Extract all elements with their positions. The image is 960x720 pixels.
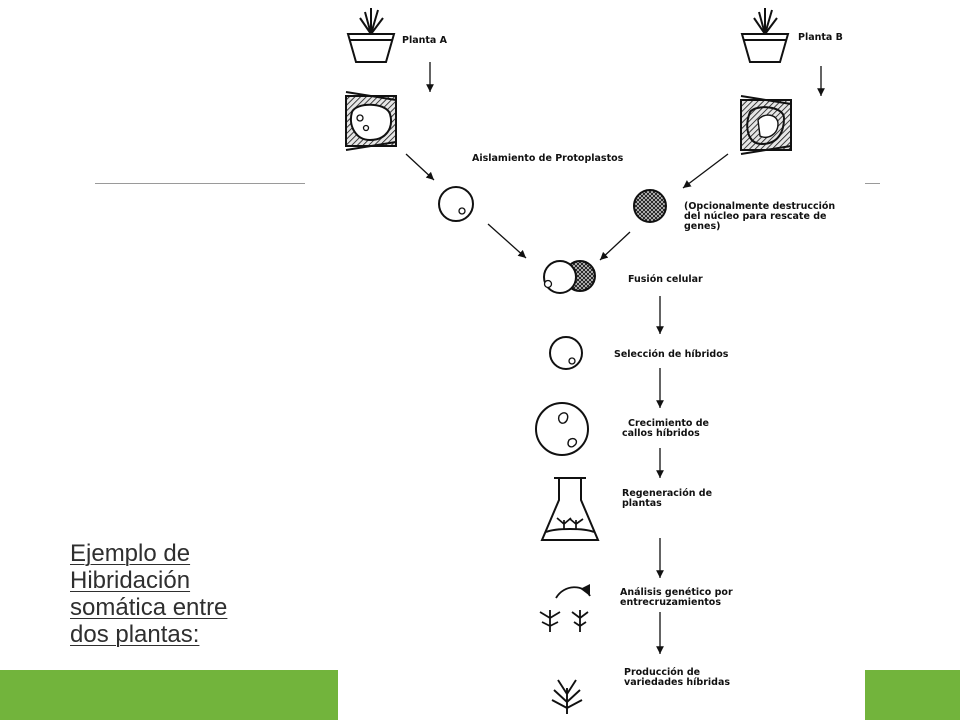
step-label-line: entrecruzamientos <box>620 597 721 608</box>
slide-caption: Ejemplo de Hibridación somática entre do… <box>70 540 310 648</box>
arrow-to-protoplast-b <box>682 153 729 189</box>
title-rule-left <box>95 183 305 184</box>
caption-line: somática entre <box>70 594 228 621</box>
step-label-line: Crecimiento de <box>628 418 709 429</box>
step-label-production: Producción de variedades híbridas <box>624 667 730 688</box>
somatic-hybridization-diagram: Planta A Planta B <box>338 0 865 720</box>
step-label-selection: Selección de híbridos <box>614 349 729 360</box>
title-rule-right <box>855 183 880 184</box>
crossing-plants-icon <box>539 583 591 632</box>
plant-b-pot-icon <box>740 8 790 63</box>
nucleus-note-line: (Opcionalmente destrucción <box>684 201 835 212</box>
caption-line: Hibridación <box>70 567 191 594</box>
plant-a-tissue-cell-icon <box>345 91 397 151</box>
hybrid-callus-icon <box>535 402 589 456</box>
caption-line: Ejemplo de <box>70 540 191 567</box>
step-label-fusion: Fusión celular <box>628 274 703 285</box>
plant-a-label: Planta A <box>402 35 448 46</box>
step-label-line: Análisis genético por <box>620 587 733 598</box>
plant-b-label: Planta B <box>798 32 843 43</box>
arrow-to-protoplast-a <box>405 153 435 181</box>
arrow-a-to-fusion <box>487 223 527 259</box>
plant-b-tissue-cell-icon <box>740 95 792 155</box>
step-label-line: plantas <box>622 498 662 509</box>
protoplast-a-icon <box>438 186 474 222</box>
step-label-genetic-analysis: Análisis genético por entrecruzamientos <box>620 587 736 608</box>
arrow-b-to-fusion <box>599 231 631 261</box>
step-label-line: callos híbridos <box>622 428 700 439</box>
step-label-line: Producción de <box>624 667 700 678</box>
fused-cell-icon <box>543 260 596 294</box>
step-label-regeneration: Regeneración de plantas <box>622 488 715 509</box>
diagram-canvas: Planta A Planta B <box>345 8 843 714</box>
hybrid-variety-plant-icon <box>551 679 583 714</box>
nucleus-note-line: genes) <box>684 221 720 232</box>
nucleus-note: (Opcionalmente destrucción del núcleo pa… <box>684 201 838 232</box>
hybrid-cell-icon <box>549 336 583 370</box>
protoplast-isolation-label: Aislamiento de Protoplastos <box>472 153 624 164</box>
caption-line: dos plantas: <box>70 621 200 648</box>
erlenmeyer-flask-icon <box>540 477 600 541</box>
step-label-callus: Crecimiento de callos híbridos <box>622 418 712 439</box>
nucleus-note-line: del núcleo para rescate de <box>684 211 826 222</box>
step-label-line: Regeneración de <box>622 488 712 499</box>
protoplast-b-icon <box>633 189 667 223</box>
step-label-line: variedades híbridas <box>624 677 730 688</box>
plant-a-pot-icon <box>346 8 396 63</box>
